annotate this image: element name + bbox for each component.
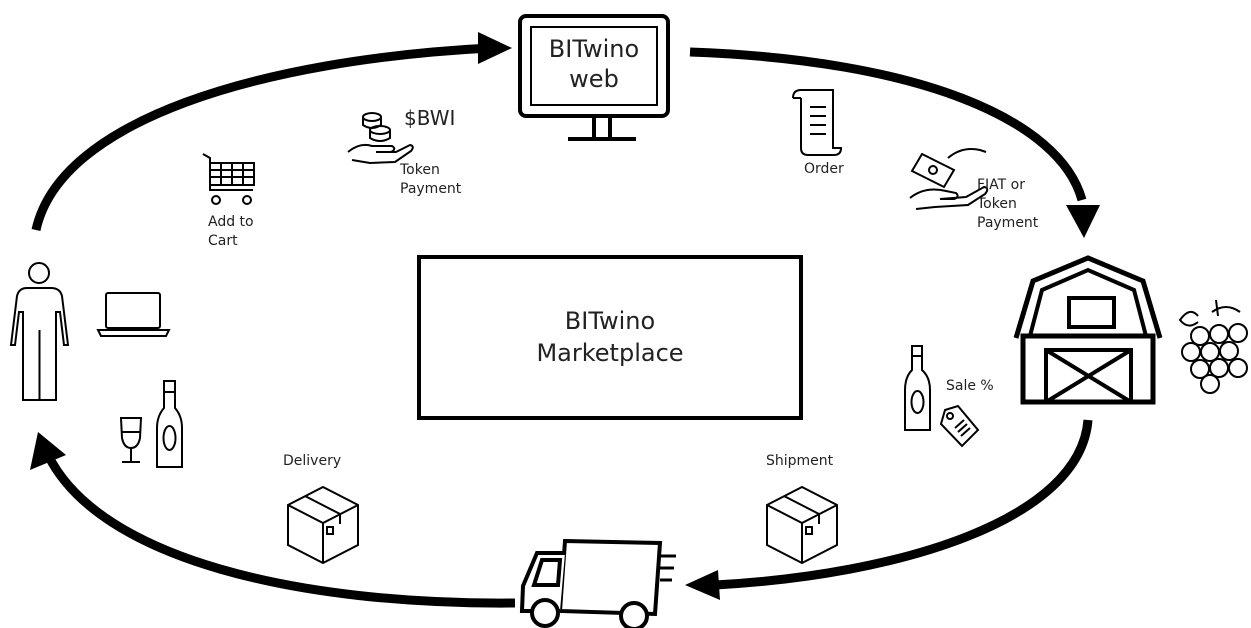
wine-glass-bottle-icon bbox=[119, 380, 183, 468]
arrow-web-to-winery bbox=[689, 47, 1087, 202]
receipt-icon bbox=[792, 89, 843, 156]
delivery-label: Delivery bbox=[283, 452, 341, 471]
arrowhead-customer bbox=[30, 432, 66, 470]
marketplace-title: BITwino Marketplace bbox=[419, 305, 801, 369]
order-label: Order bbox=[804, 160, 844, 179]
box-icon-shipment bbox=[766, 485, 838, 565]
arrow-customer-to-web bbox=[31, 43, 491, 231]
marketplace-line1: BITwino bbox=[564, 307, 656, 335]
fiat-payment-line3: Payment bbox=[977, 215, 1039, 231]
marketplace-line2: Marketplace bbox=[536, 339, 684, 367]
sale-label: Sale % bbox=[946, 377, 994, 396]
barn-icon bbox=[1013, 255, 1163, 405]
arrow-winery-to-truck bbox=[714, 419, 1093, 590]
arrow-truck-to-customer bbox=[43, 452, 516, 608]
marketplace-box bbox=[417, 255, 803, 420]
box-icon-delivery bbox=[287, 485, 359, 565]
laptop-icon bbox=[96, 292, 171, 337]
delivery-truck-icon bbox=[519, 538, 676, 628]
arrowhead-web bbox=[478, 32, 512, 64]
shipment-text: Shipment bbox=[766, 453, 834, 469]
sale-text: Sale % bbox=[946, 378, 994, 394]
delivery-text: Delivery bbox=[283, 453, 342, 469]
web-box-line2: web bbox=[569, 65, 619, 93]
shipment-label: Shipment bbox=[766, 452, 833, 471]
fiat-payment-line1: FIAT or bbox=[977, 177, 1025, 193]
arrowhead-winery bbox=[1066, 205, 1100, 238]
arrowhead-truck bbox=[685, 570, 720, 600]
token-text: $BWI bbox=[404, 106, 456, 130]
add-to-cart-line1: Add to bbox=[208, 214, 254, 230]
person-icon bbox=[9, 262, 70, 401]
token-label: $BWI bbox=[404, 106, 455, 130]
shopping-cart-icon bbox=[202, 153, 255, 205]
add-to-cart-line2: Cart bbox=[208, 233, 238, 249]
web-box-line1: BITwino bbox=[548, 35, 640, 63]
token-payment-line2: Payment bbox=[400, 181, 462, 197]
cash-hand-icon bbox=[909, 148, 989, 210]
monitor-icon bbox=[518, 14, 670, 141]
token-payment-label: Token Payment bbox=[400, 161, 461, 199]
fiat-payment-label: FIAT or Token Payment bbox=[977, 176, 1038, 233]
order-text: Order bbox=[804, 161, 844, 177]
token-payment-line1: Token bbox=[400, 162, 440, 178]
coins-hand-icon bbox=[347, 112, 414, 165]
add-to-cart-label: Add to Cart bbox=[208, 213, 254, 251]
fiat-payment-line2: Token bbox=[977, 196, 1017, 212]
web-box-title: BITwino web bbox=[531, 34, 657, 94]
grapes-icon bbox=[1178, 299, 1248, 394]
bottle-price-tag-icon bbox=[904, 345, 980, 448]
